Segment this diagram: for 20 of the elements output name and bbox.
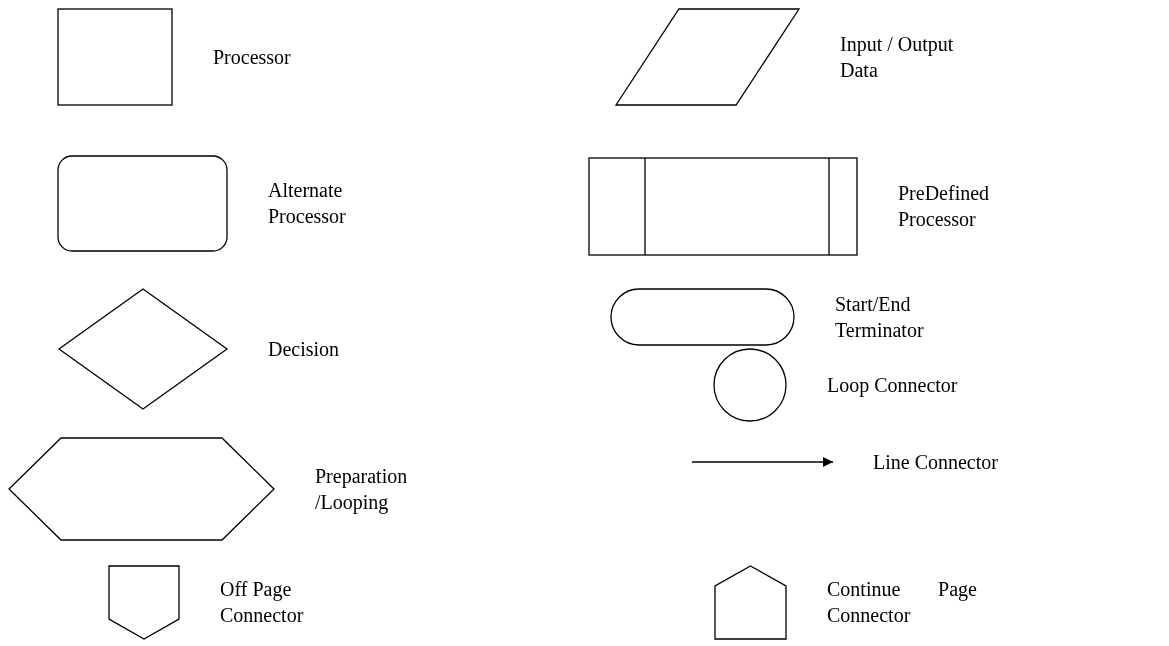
symbol-label: Preparation /Looping bbox=[315, 464, 409, 515]
symbol-label: Processor bbox=[213, 45, 292, 70]
input-output-parallelogram bbox=[615, 8, 800, 106]
symbol-label: Off Page Connector bbox=[220, 577, 305, 628]
rounded-box bbox=[57, 155, 228, 252]
symbol-label: Decision bbox=[268, 337, 341, 362]
symbol-label: Alternate Processor bbox=[268, 178, 347, 229]
predefined-process-box bbox=[588, 157, 858, 256]
symbol-label: Start/End Terminator bbox=[835, 292, 925, 343]
continue-page-connector-shape bbox=[714, 565, 787, 640]
symbol-label: Continue Page Connector bbox=[827, 577, 977, 628]
connector-circle bbox=[713, 348, 787, 422]
preparation-hexagon bbox=[8, 437, 275, 541]
process-box bbox=[57, 8, 173, 106]
symbol-label: Input / Output Data bbox=[840, 32, 955, 83]
symbol-label: Line Connector bbox=[873, 450, 999, 475]
decision-diamond bbox=[58, 288, 228, 410]
symbol-label: Loop Connector bbox=[827, 373, 959, 398]
symbol-label: PreDefined Processor bbox=[898, 181, 991, 232]
off-page-connector-shape bbox=[108, 565, 180, 640]
